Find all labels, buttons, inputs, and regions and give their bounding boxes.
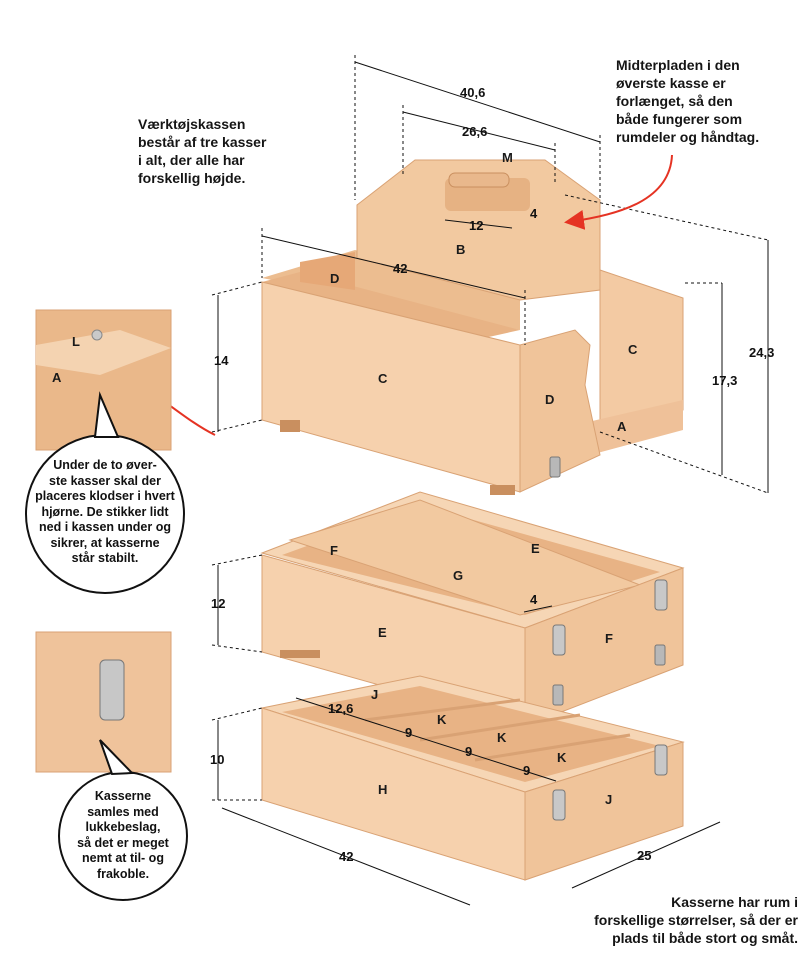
dim-top-length: 42 (393, 261, 407, 276)
label-j: J (605, 792, 612, 807)
part-labels: M B D D C C A F E G E F J K K K H J L A (52, 150, 638, 807)
middle-box-latch (552, 684, 564, 706)
middle-box (260, 491, 685, 727)
label-k: K (497, 730, 507, 745)
bubble-latches-tail (99, 739, 135, 776)
dim-top-box-height: 14 (214, 353, 229, 368)
label-d: D (330, 271, 339, 286)
dim-compartment-2: 9 (405, 725, 412, 740)
dim-compartment-4: 9 (523, 763, 530, 778)
top-box (261, 159, 684, 495)
label-e: E (378, 625, 387, 640)
label-b: B (456, 242, 465, 257)
label-f: F (330, 543, 338, 558)
middle-box-latch (654, 579, 668, 611)
handle-grip-m (448, 172, 510, 188)
label-g: G (453, 568, 463, 583)
dim-side-height: 17,3 (712, 373, 737, 388)
label-c: C (628, 342, 638, 357)
label-k: K (557, 750, 567, 765)
middle-box-foot (280, 650, 320, 658)
dim-compartment-3: 9 (465, 744, 472, 759)
top-bottom-plate-a (575, 400, 683, 455)
dim-handle-span: 26,6 (462, 124, 487, 139)
dim-bottom-length: 42 (339, 849, 353, 864)
bottom-box-divider-k (474, 733, 631, 762)
middle-box-latch (552, 624, 566, 656)
label-k: K (437, 712, 447, 727)
label-h: H (378, 782, 387, 797)
note-compartments: Kasserne har rum i forskellige størrelse… (594, 894, 798, 946)
dimension-labels: 40,6 26,6 12 4 42 14 17,3 24,3 12 4 10 1… (210, 85, 774, 864)
bottom-box-divider-k (364, 698, 521, 722)
top-box-foot (490, 485, 515, 495)
inset-label-l: L (72, 334, 80, 349)
note-middle-plate: Midterpladen i den øverste kasse er forl… (616, 57, 760, 145)
dim-total-height: 24,3 (749, 345, 774, 360)
bottom-box-end-panel-j (524, 741, 684, 881)
dim-middle-height: 12 (211, 596, 225, 611)
bubble-blocks-text: Under de to øver- ste kasser skal der pl… (35, 458, 175, 565)
dim-handle-height: 4 (530, 206, 538, 221)
label-a: A (617, 419, 627, 434)
bottom-box-inner (282, 686, 660, 782)
dim-divider: 4 (530, 592, 538, 607)
dim-top-width: 40,6 (460, 85, 485, 100)
top-box-inner-wall-d (300, 252, 355, 290)
top-box-end-panel-d (519, 329, 601, 493)
bottom-box-latch (654, 744, 668, 776)
top-box-latch (549, 456, 561, 478)
bottom-box (260, 675, 685, 881)
label-j: J (371, 687, 378, 702)
middle-box-end-panel-f (524, 567, 684, 727)
handle-plate-b (356, 159, 601, 301)
label-c: C (378, 371, 388, 386)
dim-compartment-1: 12,6 (328, 701, 353, 716)
dim-bottom-height: 10 (210, 752, 224, 767)
dimension-lines (211, 55, 769, 906)
bubble-latches-text: Kasserne samles med lukkebeslag, så det … (77, 789, 169, 881)
dim-bottom-depth: 25 (637, 848, 651, 863)
label-e: E (531, 541, 540, 556)
note-three-boxes: Værktøjskassen består af tre kasser i al… (138, 116, 267, 186)
middle-box-latch (654, 644, 666, 666)
bottom-box-divider-k (419, 713, 581, 742)
top-box-foot (280, 420, 300, 432)
inset-label-a: A (52, 370, 62, 385)
dim-handle-hole: 12 (469, 218, 483, 233)
arrow-to-handle (564, 154, 673, 230)
label-d: D (545, 392, 554, 407)
bubble-blocks-tail (93, 391, 120, 438)
bottom-box-latch (552, 789, 566, 821)
label-f: F (605, 631, 613, 646)
label-m: M (502, 150, 513, 165)
